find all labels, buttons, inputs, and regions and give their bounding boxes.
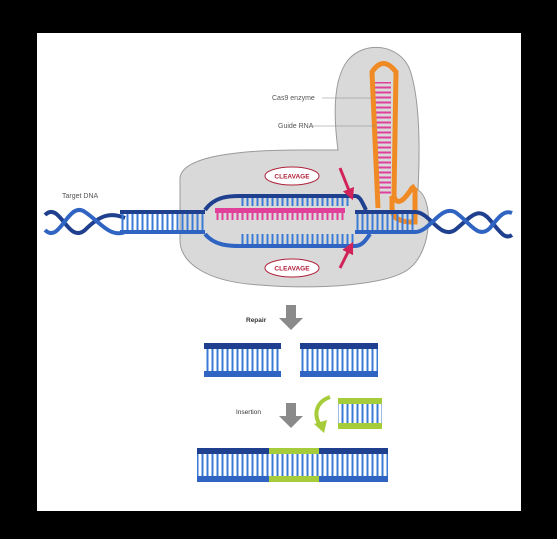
insert-fragment <box>338 398 382 429</box>
cleavage-bottom-label: CLEAVAGE <box>265 259 319 277</box>
cleavage-top-label: CLEAVAGE <box>265 167 319 185</box>
cut-dna-left <box>204 343 281 377</box>
svg-text:Insertion: Insertion <box>236 409 261 416</box>
svg-text:CLEAVAGE: CLEAVAGE <box>274 174 310 181</box>
svg-text:Repair: Repair <box>246 317 267 324</box>
svg-text:Target DNA: Target DNA <box>62 193 99 200</box>
svg-text:CLEAVAGE: CLEAVAGE <box>274 266 310 273</box>
insertion-step: Insertion <box>236 397 330 433</box>
cut-dna-right <box>300 343 378 377</box>
target-dna-label: Target DNA <box>62 193 99 200</box>
cas9-enzyme <box>180 47 428 286</box>
svg-text:Guide RNA: Guide RNA <box>278 123 314 130</box>
svg-text:Cas9 enzyme: Cas9 enzyme <box>272 95 315 102</box>
final-dna <box>197 448 388 482</box>
repair-step: Repair <box>246 305 303 330</box>
